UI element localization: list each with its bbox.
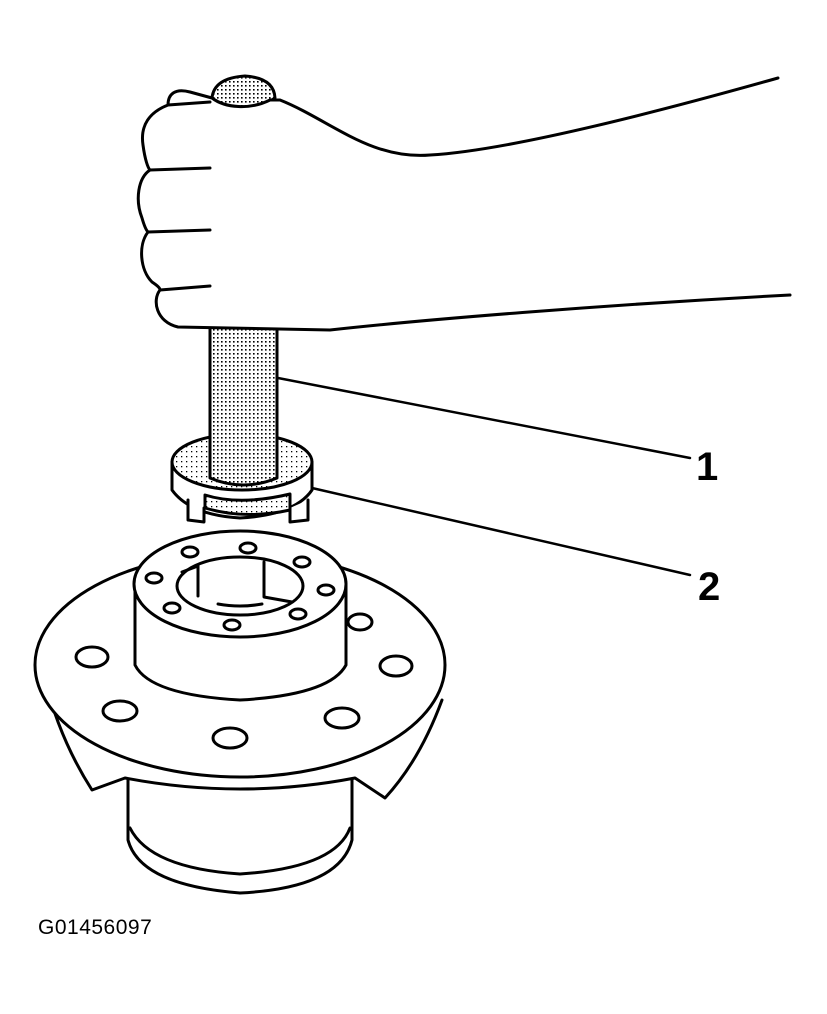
- hub-lower-band: [128, 826, 352, 876]
- stud-hole: [378, 654, 414, 678]
- stud-hole: [101, 699, 139, 723]
- leader-line-1: [276, 376, 692, 460]
- socket-lug: [186, 498, 206, 524]
- hub-bore: [175, 555, 305, 617]
- bolt-hole: [180, 545, 200, 559]
- finger-crease: [158, 284, 212, 292]
- bolt-hole: [144, 571, 164, 585]
- hub-bore-splines: [180, 560, 294, 608]
- callout-2: 2: [698, 565, 720, 609]
- wheel-hub: [33, 529, 447, 895]
- bolt-hole: [292, 555, 312, 569]
- bolt-hole: [222, 618, 242, 632]
- hub-lower-barrel: [126, 768, 354, 895]
- finger-crease: [148, 166, 212, 172]
- hand-outline: [136, 76, 792, 332]
- stud-hole: [74, 645, 110, 669]
- leader-line-2: [310, 486, 692, 577]
- tool-handle: [208, 74, 279, 487]
- handle-shaft: [208, 323, 279, 487]
- bolt-hole: [288, 607, 308, 621]
- hand: [136, 76, 792, 332]
- bolt-hole: [316, 583, 336, 597]
- socket-lug: [288, 498, 310, 524]
- stud-hole: [323, 706, 361, 730]
- socket-face: [203, 492, 292, 516]
- finger-crease: [146, 228, 212, 234]
- bolt-hole: [238, 541, 258, 555]
- stud-hole: [211, 726, 249, 750]
- callout-1: 1: [696, 445, 718, 489]
- bolt-hole: [162, 601, 182, 615]
- figure-code: G01456097: [38, 916, 153, 939]
- thumb-edge: [166, 100, 212, 107]
- stud-hole: [346, 612, 374, 632]
